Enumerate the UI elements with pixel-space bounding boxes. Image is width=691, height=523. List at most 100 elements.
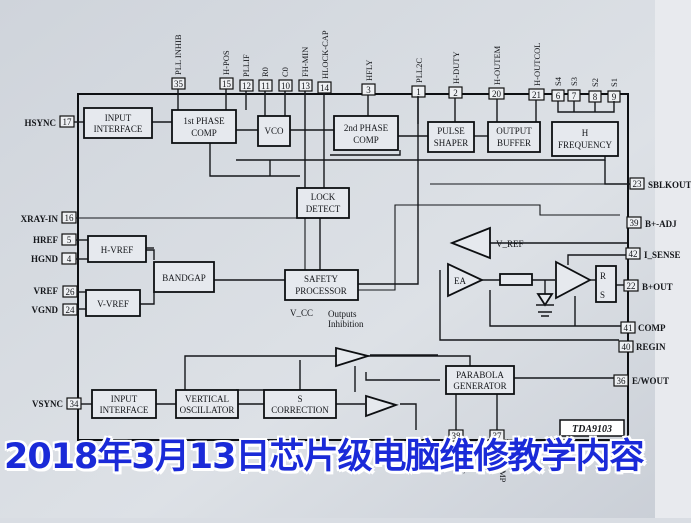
r-label: R: [600, 271, 606, 281]
pin-label: HFLY: [364, 60, 374, 81]
caption-overlay: 2018年3月13日芯片级电脑维修教学内容: [0, 426, 691, 496]
pin-label: S4: [553, 76, 563, 86]
pin-number: 26: [66, 287, 76, 297]
block-label: VCO: [264, 126, 284, 136]
pin-number: 20: [492, 89, 502, 99]
phase-comp-2-block: 2nd PHASE COMP: [333, 115, 399, 151]
pin-number: 16: [65, 213, 75, 223]
block-label-line2: COMP: [191, 128, 217, 138]
block-label-line2: BUFFER: [497, 138, 531, 148]
output-buffer-block: OUTPUT BUFFER: [487, 121, 541, 153]
block-label: H-VREF: [101, 245, 134, 255]
block-label-line1: OUTPUT: [496, 126, 532, 136]
block-label-line1: 2nd PHASE: [344, 123, 389, 133]
pin-number: 37: [493, 431, 503, 441]
parabola-generator-block: PARABOLA GENERATOR: [445, 365, 515, 395]
pin-label: H-OUTCOL: [532, 43, 542, 86]
right-pin-39: 39 B+-ADJ: [626, 216, 677, 229]
left-pin-17: 17 HSYNC: [24, 115, 75, 128]
pin-number: 6: [556, 91, 561, 101]
rs-flipflop: R S: [595, 265, 617, 303]
vco-block: VCO: [257, 115, 291, 147]
pin-label: REGIN: [636, 342, 666, 352]
s-correction-block: S CORRECTION: [263, 389, 337, 419]
block-label-line1: H: [582, 128, 589, 138]
vref-label: V_REF: [496, 239, 524, 249]
chip-outline: [77, 93, 629, 441]
pin-number: 42: [629, 249, 638, 259]
pin-label: E/W-AMP: [498, 446, 508, 483]
pin-label: I_SENSE: [644, 250, 681, 260]
pin-label: PLLIF: [241, 54, 251, 77]
block-label-line2: CORRECTION: [271, 405, 329, 415]
pin-number: 4: [67, 254, 72, 264]
block-label-line1: PULSE: [437, 126, 465, 136]
chip-name: TDA9103: [572, 424, 612, 435]
top-pin-1: 1 PLL2C: [411, 58, 426, 98]
pin-label: H-DUTY: [451, 51, 461, 84]
top-pin-20: 20 H-OUTEM: [488, 45, 505, 100]
block-label-line2: PROCESSOR: [295, 286, 347, 296]
vertical-oscillator-block: VERTICAL OSCILLATOR: [175, 389, 239, 419]
left-pin-4: 4 HGND: [31, 252, 77, 265]
pin-label: HREF: [33, 235, 59, 245]
left-pin-24: 24 VGND: [32, 303, 78, 316]
pin-number: 9: [612, 92, 617, 102]
pin-number: 36: [617, 376, 627, 386]
input-interface-h-block: INPUT INTERFACE: [83, 107, 153, 139]
pin-number: 7: [572, 91, 577, 101]
block-label-line1: INPUT: [111, 394, 138, 404]
block-label-line2: OSCILLATOR: [180, 405, 235, 415]
chip-name-box: [559, 419, 625, 437]
pin-number: 24: [66, 305, 76, 315]
ea-amplifier: EA: [447, 262, 485, 298]
phase-comp-1-block: 1st PHASE COMP: [171, 109, 237, 144]
pin-label: COMP: [638, 323, 666, 333]
block-label-line2: SHAPER: [434, 138, 469, 148]
pin-label: PLL2C: [414, 58, 424, 83]
block-label-line2: DETECT: [306, 204, 341, 214]
bandgap-block: BANDGAP: [153, 261, 215, 293]
left-pin-5: 5 HREF: [33, 233, 77, 246]
pin-label: VGND: [32, 305, 59, 315]
pin-number: 38: [452, 431, 462, 441]
right-pin-42: 42 I_SENSE: [625, 247, 681, 260]
block-label-line2: COMP: [353, 135, 379, 145]
block-label-line1: SAFETY: [304, 274, 339, 284]
pin-number: 41: [624, 323, 633, 333]
block-label-line1: LOCK: [311, 192, 336, 202]
v-vref-block: V-VREF: [85, 289, 141, 317]
vref-amplifier: V_REF: [449, 226, 524, 260]
safety-processor-block: SAFETY PROCESSOR: [284, 269, 359, 301]
pin-number: 5: [67, 235, 72, 245]
right-pin-23: 23 SBLKOUT: [629, 177, 691, 190]
pin-label: S3: [569, 77, 579, 86]
diode: [536, 293, 554, 317]
pin-label: S1: [609, 78, 619, 87]
block-label-line1: S: [297, 394, 302, 404]
pin-number: 35: [174, 79, 184, 89]
pin-label: VREF: [34, 286, 59, 296]
right-pin-40: 40 REGIN: [618, 340, 666, 353]
pin-label: S2: [590, 78, 600, 87]
pin-label: E/WOUT: [632, 376, 669, 386]
caption-text: 2018年3月13日芯片级电脑维修教学内容: [4, 437, 644, 477]
top-pin-3: 3 HFLY: [361, 60, 376, 96]
block-label-line2: INTERFACE: [94, 124, 143, 134]
pin-number: 23: [633, 179, 643, 189]
left-pin-26: 26 VREF: [34, 285, 78, 298]
pin-label: SBLKOUT: [648, 180, 691, 190]
pin-number: 14: [320, 83, 330, 93]
vertical-amp-2: [365, 394, 399, 418]
pulse-shaper-block: PULSE SHAPER: [427, 121, 475, 153]
pin-number: 10: [281, 81, 291, 91]
top-pin-21: 21 H-OUTCOL: [528, 43, 545, 101]
pin-number: 3: [366, 85, 371, 95]
block-label: V-VREF: [97, 299, 129, 309]
right-pin-22: 22 B+OUT: [623, 279, 673, 292]
comparator: [555, 260, 592, 300]
pin-number: 15: [222, 79, 232, 89]
pin-number: 22: [627, 281, 636, 291]
